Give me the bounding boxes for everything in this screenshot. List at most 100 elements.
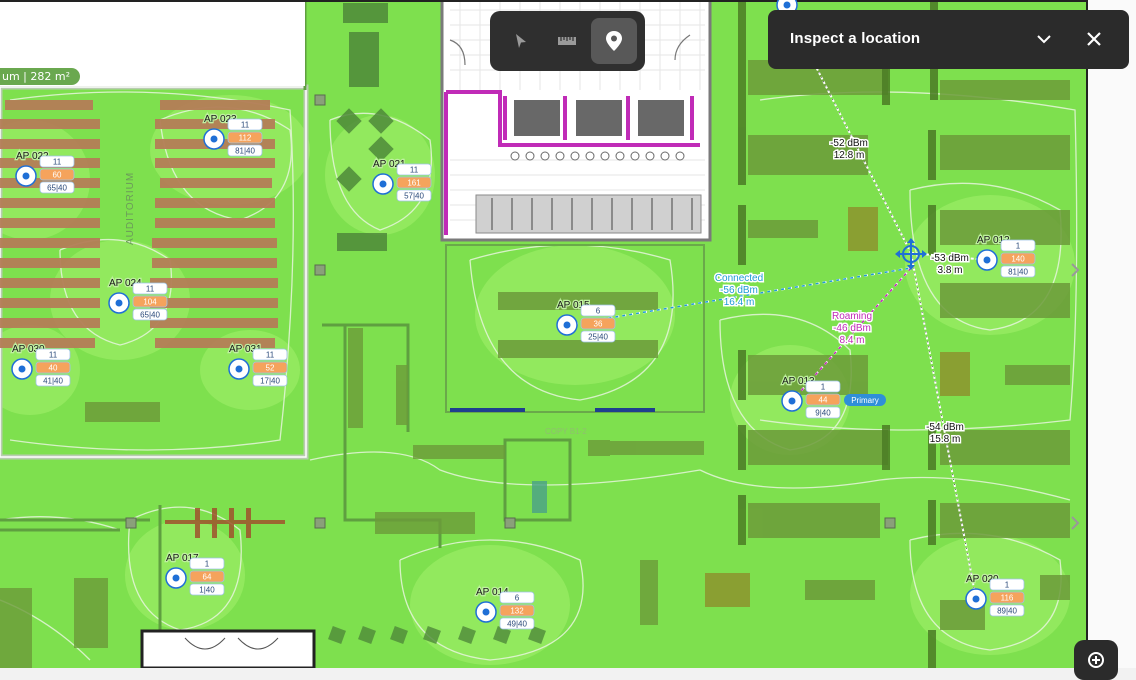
access-point-icon-dot	[983, 256, 991, 264]
measurement-ap011: -52 dBm 12.8 m	[829, 137, 870, 163]
chevron-down-icon	[1037, 35, 1051, 44]
access-point-clients-box	[39, 181, 75, 194]
access-point-clients: 65|40	[140, 311, 160, 320]
zoom-in-icon	[1088, 652, 1104, 668]
access-point-channel: 6	[515, 594, 520, 603]
roaming-distance: 8.4 m	[839, 335, 864, 346]
access-point-signal: 40	[49, 364, 58, 373]
access-point-clients: 1|40	[199, 586, 215, 595]
close-icon	[1087, 32, 1101, 46]
access-point-signal-box	[39, 168, 75, 181]
roaming-status: Roaming	[832, 311, 872, 322]
collapse-panel-button[interactable]	[1030, 25, 1058, 53]
access-point-channel: 11	[53, 158, 62, 167]
access-point-clients-box	[252, 374, 288, 387]
auditorium-label: AUDITORIUM	[125, 172, 136, 245]
access-point-signal-box	[580, 317, 616, 330]
access-point-clients-box	[580, 330, 616, 343]
access-point-channel-box	[35, 348, 71, 361]
access-point-clients: 9|40	[815, 409, 831, 418]
connected-status: Connected	[715, 273, 763, 284]
access-point-signal: 132	[510, 607, 524, 616]
access-point-signal-box	[1000, 252, 1036, 265]
access-point-icon-dot	[788, 397, 796, 405]
access-point-signal-box	[989, 591, 1025, 604]
access-point-signal: 112	[239, 134, 252, 143]
connected-distance: 16.4 m	[724, 297, 755, 308]
access-point-clients: 41|40	[43, 377, 63, 386]
inspect-location-tool-button[interactable]	[591, 18, 637, 64]
cursor-arrow-icon	[516, 34, 526, 48]
access-point-clients-box	[805, 406, 841, 419]
access-point-signal: 52	[266, 364, 275, 373]
access-point-channel: 11	[266, 351, 275, 360]
measurement-ap011-dbm: -52 dBm	[830, 138, 868, 149]
inspect-panel-title: Inspect a location	[790, 30, 921, 47]
access-point-icon-dot	[18, 365, 26, 373]
primary-badge	[844, 394, 886, 406]
access-point-signal: 36	[594, 320, 603, 329]
measurement-ap020-distance: 15.8 m	[930, 434, 961, 445]
access-point-clients: 17|40	[260, 377, 280, 386]
ruler-icon	[558, 37, 576, 45]
access-point-icon-dot	[172, 574, 180, 582]
inspect-location-marker[interactable]	[895, 238, 927, 270]
map-right-border	[1086, 0, 1088, 640]
right-margin	[1088, 0, 1136, 668]
access-point-channel-box	[805, 380, 841, 393]
access-point-channel: 11	[49, 351, 58, 360]
connected-dbm: -56 dBm	[720, 285, 758, 296]
access-point-icon-dot	[972, 595, 980, 603]
access-point-icon-dot	[22, 172, 30, 180]
measurement-ap020: -54 dBm 15.8 m	[925, 421, 966, 447]
access-point-signal-box	[35, 361, 71, 374]
access-point-clients: 89|40	[997, 607, 1017, 616]
access-point-signal: 140	[1011, 255, 1025, 264]
access-point-signal-box	[132, 295, 168, 308]
access-point-channel: 11	[241, 121, 250, 130]
access-point-clients-box	[499, 617, 535, 630]
measurement-ap020-dbm: -54 dBm	[926, 422, 964, 433]
access-point-channel-box	[1000, 239, 1036, 252]
zoom-in-button[interactable]	[1074, 640, 1118, 680]
access-point-channel-box	[227, 118, 263, 131]
access-point-clients: 49|40	[507, 620, 527, 629]
area-label: um | 282 m²	[0, 68, 81, 85]
measurement-ap012-dbm: -53 dBm	[931, 253, 969, 264]
access-point-clients-box	[35, 374, 71, 387]
access-point-channel: 6	[596, 307, 601, 316]
access-point-icon-dot	[379, 180, 387, 188]
select-tool-button[interactable]	[498, 18, 544, 64]
access-point-clients: 57|40	[404, 192, 424, 201]
access-point-signal: 44	[819, 396, 828, 405]
measurement-ap012: -53 dBm 3.8 m	[930, 252, 971, 278]
access-point-signal: 60	[53, 171, 62, 180]
access-point-clients: 65|40	[47, 184, 67, 193]
access-point-clients: 81|40	[235, 147, 255, 156]
access-point-signal: 161	[407, 179, 421, 188]
primary-badge-label: Primary	[851, 396, 879, 405]
access-point-channel-box	[189, 557, 225, 570]
access-point-channel-box	[580, 304, 616, 317]
measurement-ap012-distance: 3.8 m	[937, 265, 962, 276]
access-point-clients: 81|40	[1008, 268, 1028, 277]
access-point-signal-box	[396, 176, 432, 189]
access-point-signal: 64	[203, 573, 212, 582]
measure-tool-button[interactable]	[544, 18, 590, 64]
access-point-channel: 1	[1005, 581, 1010, 590]
access-point-clients-box	[396, 189, 432, 202]
close-panel-button[interactable]	[1080, 25, 1108, 53]
